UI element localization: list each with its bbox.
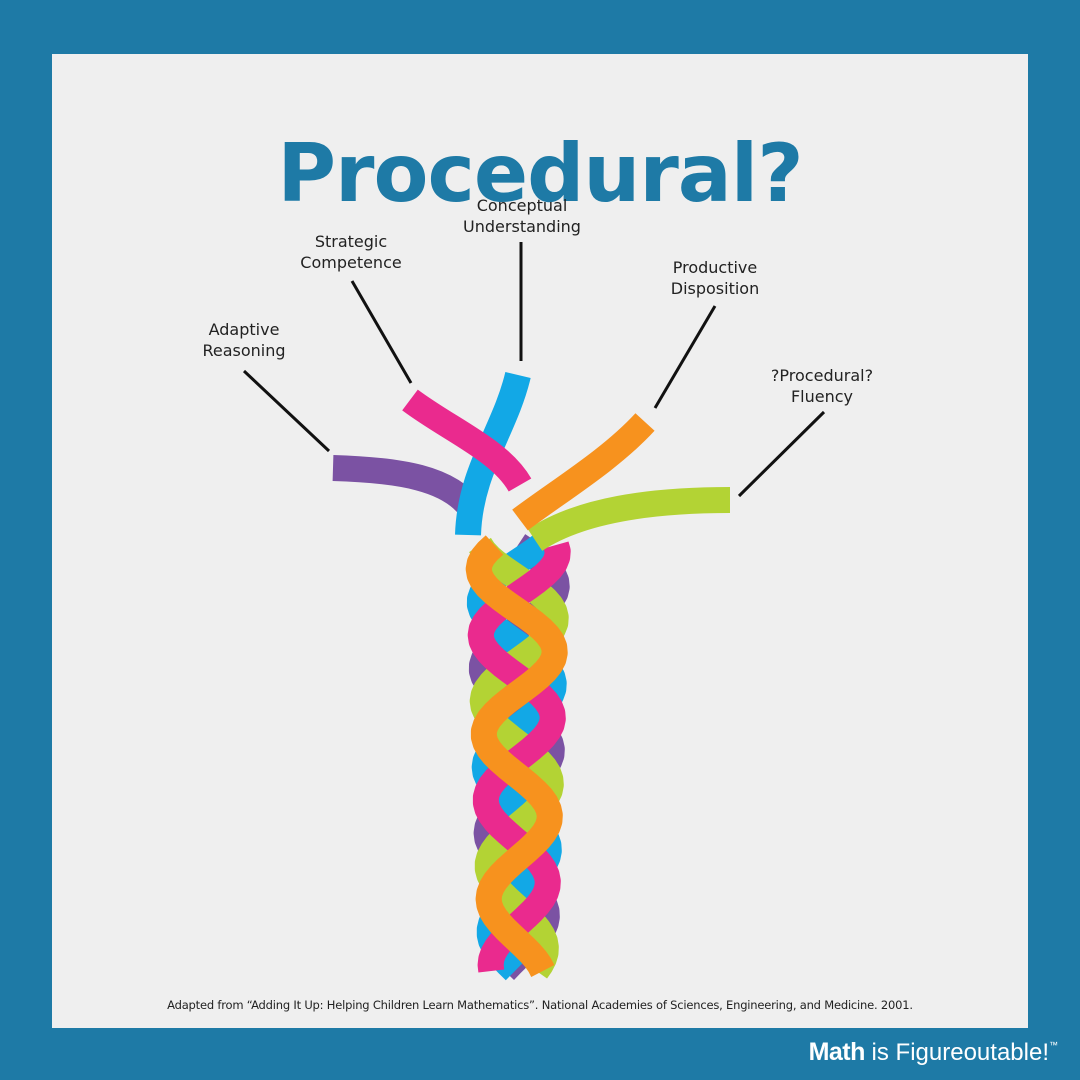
brand-bold: Math <box>808 1038 866 1066</box>
brand-rest: is Figureoutable! <box>864 1039 1049 1066</box>
strand-productive-disposition-braided <box>465 535 568 978</box>
citation-text: Adapted from “Adding It Up: Helping Chil… <box>167 998 913 1012</box>
leader-line-strategic-competence <box>350 280 413 384</box>
strand-productive-disposition-end <box>512 413 655 531</box>
strand-strategic-competence-braided <box>467 538 571 978</box>
strand-procedural-fluency-end <box>527 487 731 551</box>
trademark-mark: ™ <box>1049 1040 1058 1050</box>
label-procedural-fluency: ?Procedural?Fluency <box>770 366 874 406</box>
leader-line-productive-disposition <box>653 305 717 409</box>
page-title: Procedural? <box>277 127 803 220</box>
strand-adaptive-reasoning-end <box>332 455 483 519</box>
leader-line-procedural-fluency <box>737 410 826 498</box>
strand-strategic-competence-end <box>402 389 532 493</box>
brand-logo: Math is Figureoutable!™ <box>809 1038 1058 1067</box>
leader-line-adaptive-reasoning <box>242 369 331 453</box>
